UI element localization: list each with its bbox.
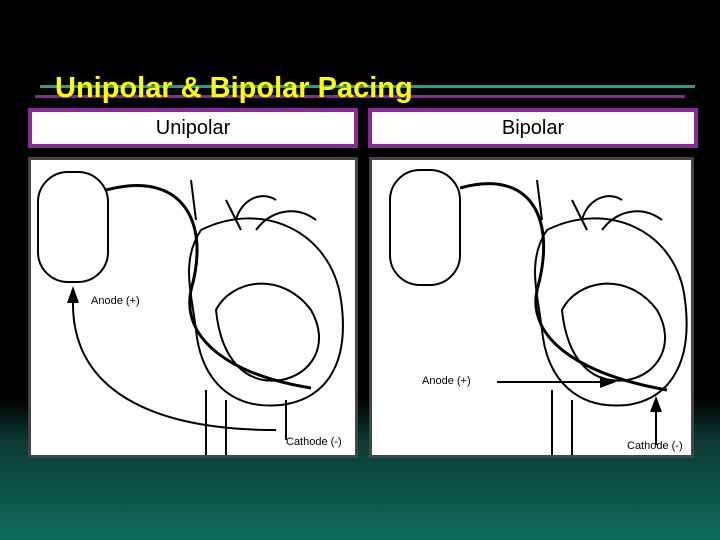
unipolar-heart-illustration <box>37 171 344 455</box>
bipolar-header: Bipolar <box>368 108 698 148</box>
unipolar-diagram-panel: Anode (+) Cathode (-) <box>28 157 358 458</box>
title-underline-purple <box>35 95 685 98</box>
unipolar-cathode-label: Cathode (-) <box>286 436 342 448</box>
vessel-lower <box>551 390 573 455</box>
heart-chamber <box>560 282 667 382</box>
heart-chamber <box>214 282 321 382</box>
heart-outline <box>188 217 344 407</box>
bipolar-heart-illustration <box>389 169 688 455</box>
bipolar-anode-label: Anode (+) <box>422 375 471 387</box>
anode-arrow-head <box>600 376 616 388</box>
pacemaker-generator <box>37 171 109 283</box>
pacing-lead <box>459 182 668 392</box>
bipolar-diagram-panel: Anode (+) Cathode (-) <box>369 157 694 458</box>
unipolar-header: Unipolar <box>28 108 358 148</box>
vessel-lower <box>205 390 227 455</box>
unipolar-anode-label: Anode (+) <box>91 295 140 307</box>
pacemaker-generator <box>389 169 461 286</box>
slide-title: Unipolar & Bipolar Pacing <box>55 72 413 104</box>
anode-arrow-head <box>67 286 79 303</box>
heart-outline <box>534 217 688 407</box>
cathode-arrow-head <box>650 396 662 412</box>
return-arrow-curve <box>71 299 277 431</box>
bipolar-cathode-label: Cathode (-) <box>627 440 683 452</box>
title-underline-green <box>40 85 695 88</box>
